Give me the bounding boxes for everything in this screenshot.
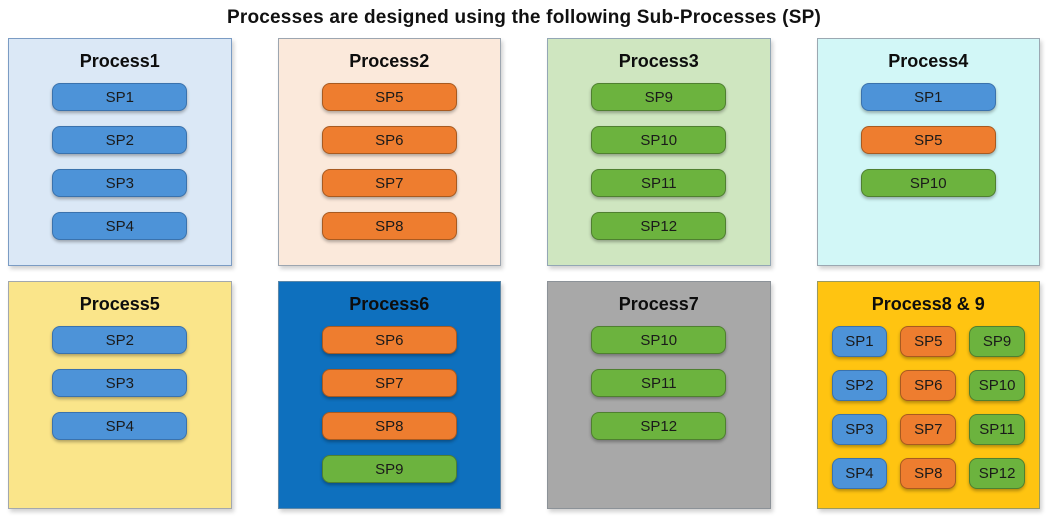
sp-button-sp6: SP6	[321, 326, 457, 354]
sp-button-sp3: SP3	[831, 414, 888, 445]
sp-button-sp11: SP11	[969, 414, 1025, 445]
sp-button-sp11: SP11	[591, 169, 727, 197]
sp-button-sp4: SP4	[52, 212, 188, 240]
sp-button-sp8: SP8	[321, 412, 457, 440]
sp-button-sp4: SP4	[52, 412, 188, 440]
process-card-title: Process1	[79, 51, 160, 71]
sp-button-sp10: SP10	[591, 326, 727, 354]
sp-button-sp6: SP6	[321, 126, 457, 154]
sp-button-sp10: SP10	[860, 169, 996, 197]
sp-button-sp9: SP9	[591, 83, 727, 111]
sp-button-sp3: SP3	[52, 369, 188, 397]
sp-button-sp2: SP2	[52, 126, 188, 154]
sp-button-sp7: SP7	[321, 369, 457, 397]
process-card-title: Process2	[349, 51, 430, 71]
sp-button-sp3: SP3	[52, 169, 188, 197]
sp-button-sp6: SP6	[900, 370, 957, 401]
sp-button-sp12: SP12	[591, 412, 727, 440]
sp-button-sp12: SP12	[969, 458, 1025, 489]
sp-button-sp5: SP5	[860, 126, 996, 154]
sp-button-sp12: SP12	[591, 212, 727, 240]
process-card-title: Process7	[618, 294, 699, 314]
sp-button-sp8: SP8	[900, 458, 957, 489]
sp-button-sp4: SP4	[831, 458, 888, 489]
page-title: Processes are designed using the followi…	[227, 7, 821, 28]
process-card-title: Process4	[888, 51, 969, 71]
process-card-title: Process6	[349, 294, 430, 314]
process-card-title: Process8 & 9	[871, 294, 985, 314]
sp-button-sp1: SP1	[831, 326, 888, 357]
sp-button-sp7: SP7	[321, 169, 457, 197]
sp-button-sp5: SP5	[321, 83, 457, 111]
sp-button-sp2: SP2	[831, 370, 888, 401]
sp-button-sp5: SP5	[900, 326, 957, 357]
sp-button-sp1: SP1	[52, 83, 188, 111]
process-card-title: Process3	[618, 51, 699, 71]
sp-button-sp8: SP8	[321, 212, 457, 240]
process-card-title: Process5	[79, 294, 160, 314]
sp-button-sp9: SP9	[321, 455, 457, 483]
sp-button-sp10: SP10	[969, 370, 1025, 401]
sp-button-sp2: SP2	[52, 326, 188, 354]
sp-button-sp10: SP10	[591, 126, 727, 154]
sp-button-sp7: SP7	[900, 414, 957, 445]
sp-button-sp9: SP9	[969, 326, 1025, 357]
sp-button-sp11: SP11	[591, 369, 727, 397]
sp-button-sp1: SP1	[860, 83, 996, 111]
